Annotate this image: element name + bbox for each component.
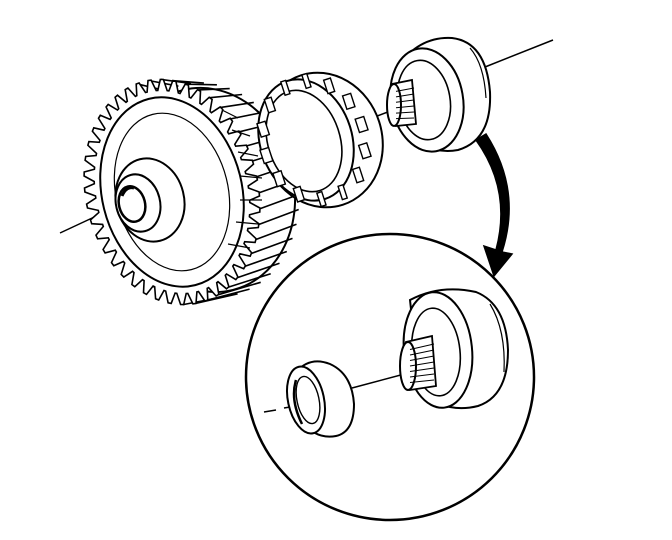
bearing-slot (300, 72, 312, 90)
bearing-needle-slots (256, 72, 372, 208)
gear-tooth-edge (237, 262, 280, 279)
gear-tooth-edge (198, 87, 230, 91)
bearing-slot (315, 190, 327, 208)
spline-line (395, 111, 415, 114)
sleeve-cup (386, 36, 492, 153)
bearing-slot (341, 92, 356, 111)
spline-line (395, 93, 415, 98)
gear-tooth-edge (255, 223, 297, 241)
inset-spline-line (409, 343, 435, 350)
gear-shading (221, 109, 263, 249)
helical-gear (83, 78, 300, 306)
seal-ring (286, 360, 356, 438)
gear-tooth-edge (209, 93, 243, 99)
inset-spline-line (409, 355, 435, 361)
bearing-slot (259, 146, 274, 165)
inset-spline-line (409, 373, 435, 378)
gear-tooth-edge (218, 281, 261, 296)
bearing-slot (272, 169, 287, 188)
bearing-slot (256, 120, 271, 139)
detail-inset-circle (244, 232, 536, 522)
spline-line (395, 105, 415, 109)
detail-arrow (474, 132, 514, 278)
gear-tooth-edge (258, 208, 299, 226)
gear-tooth-edge (244, 250, 288, 268)
spline-line (395, 117, 415, 120)
gear-tooth-edge (185, 83, 217, 86)
inset-spline-line (409, 349, 435, 356)
inset-spline-line (409, 361, 435, 367)
inset-spline-line (409, 379, 435, 383)
gear-hub (114, 157, 186, 243)
inset-splined-shaft (399, 334, 437, 392)
gear-tooth-edge (228, 272, 271, 288)
inset-spline-line (409, 367, 435, 372)
gear-tooth-edge (220, 101, 254, 109)
bearing-slot (337, 183, 349, 201)
splined-shaft (386, 78, 417, 127)
bearing-slot (292, 185, 306, 203)
spline-line (395, 99, 415, 103)
spline-line (395, 87, 415, 92)
needle-bearing-cage (256, 71, 384, 209)
bearing-slot (357, 141, 372, 160)
bearing-slot (263, 96, 277, 114)
bearing-slot (351, 166, 365, 184)
bearing-slot (279, 79, 291, 97)
bearing-slot (354, 115, 369, 134)
gear-tooth-edge (251, 237, 293, 255)
gear-tooth-edge (173, 79, 204, 84)
bearing-slot (322, 77, 336, 95)
